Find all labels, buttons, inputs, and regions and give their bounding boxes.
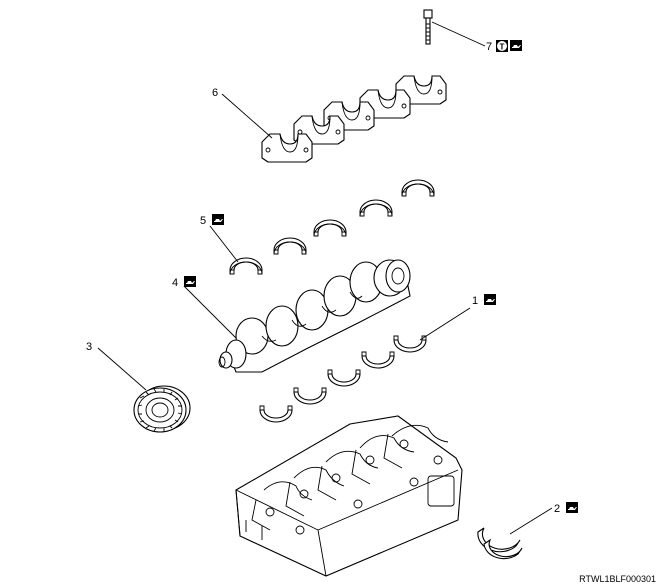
leader-line-4 — [183, 285, 237, 339]
oil-can-icon — [212, 214, 224, 225]
leader-line-1 — [419, 307, 471, 341]
callout-number-4: 4 — [172, 277, 178, 289]
bolt-part — [423, 9, 433, 45]
leader-line-3 — [97, 347, 147, 391]
crankshaft-gear-part — [133, 385, 191, 433]
oil-can-icon — [184, 276, 196, 287]
callout-number-3: 3 — [86, 341, 92, 353]
crankshaft-part — [218, 259, 411, 373]
callout-number-2: 2 — [554, 503, 560, 515]
oil-can-icon — [566, 502, 578, 513]
leader-line-2 — [509, 507, 553, 535]
bearing-caps-part — [261, 75, 447, 163]
callout-number-7: 7 — [486, 41, 492, 53]
svg-text:T: T — [500, 43, 505, 52]
thrust-washer-part — [477, 527, 523, 560]
reference-code: RTWL1BLF000301 — [579, 574, 656, 584]
cylinder-block-part — [235, 415, 463, 577]
oil-can-icon — [510, 40, 522, 51]
callout-number-5: 5 — [200, 215, 206, 227]
callout-number-1: 1 — [472, 295, 478, 307]
oil-can-icon — [484, 294, 496, 305]
leader-line-6 — [221, 93, 273, 139]
callout-number-6: 6 — [212, 87, 218, 99]
leader-line-5 — [209, 225, 239, 263]
torque-icon: T — [496, 40, 508, 52]
upper-bearing-shells-part — [229, 179, 435, 275]
leader-line-7 — [431, 21, 486, 47]
